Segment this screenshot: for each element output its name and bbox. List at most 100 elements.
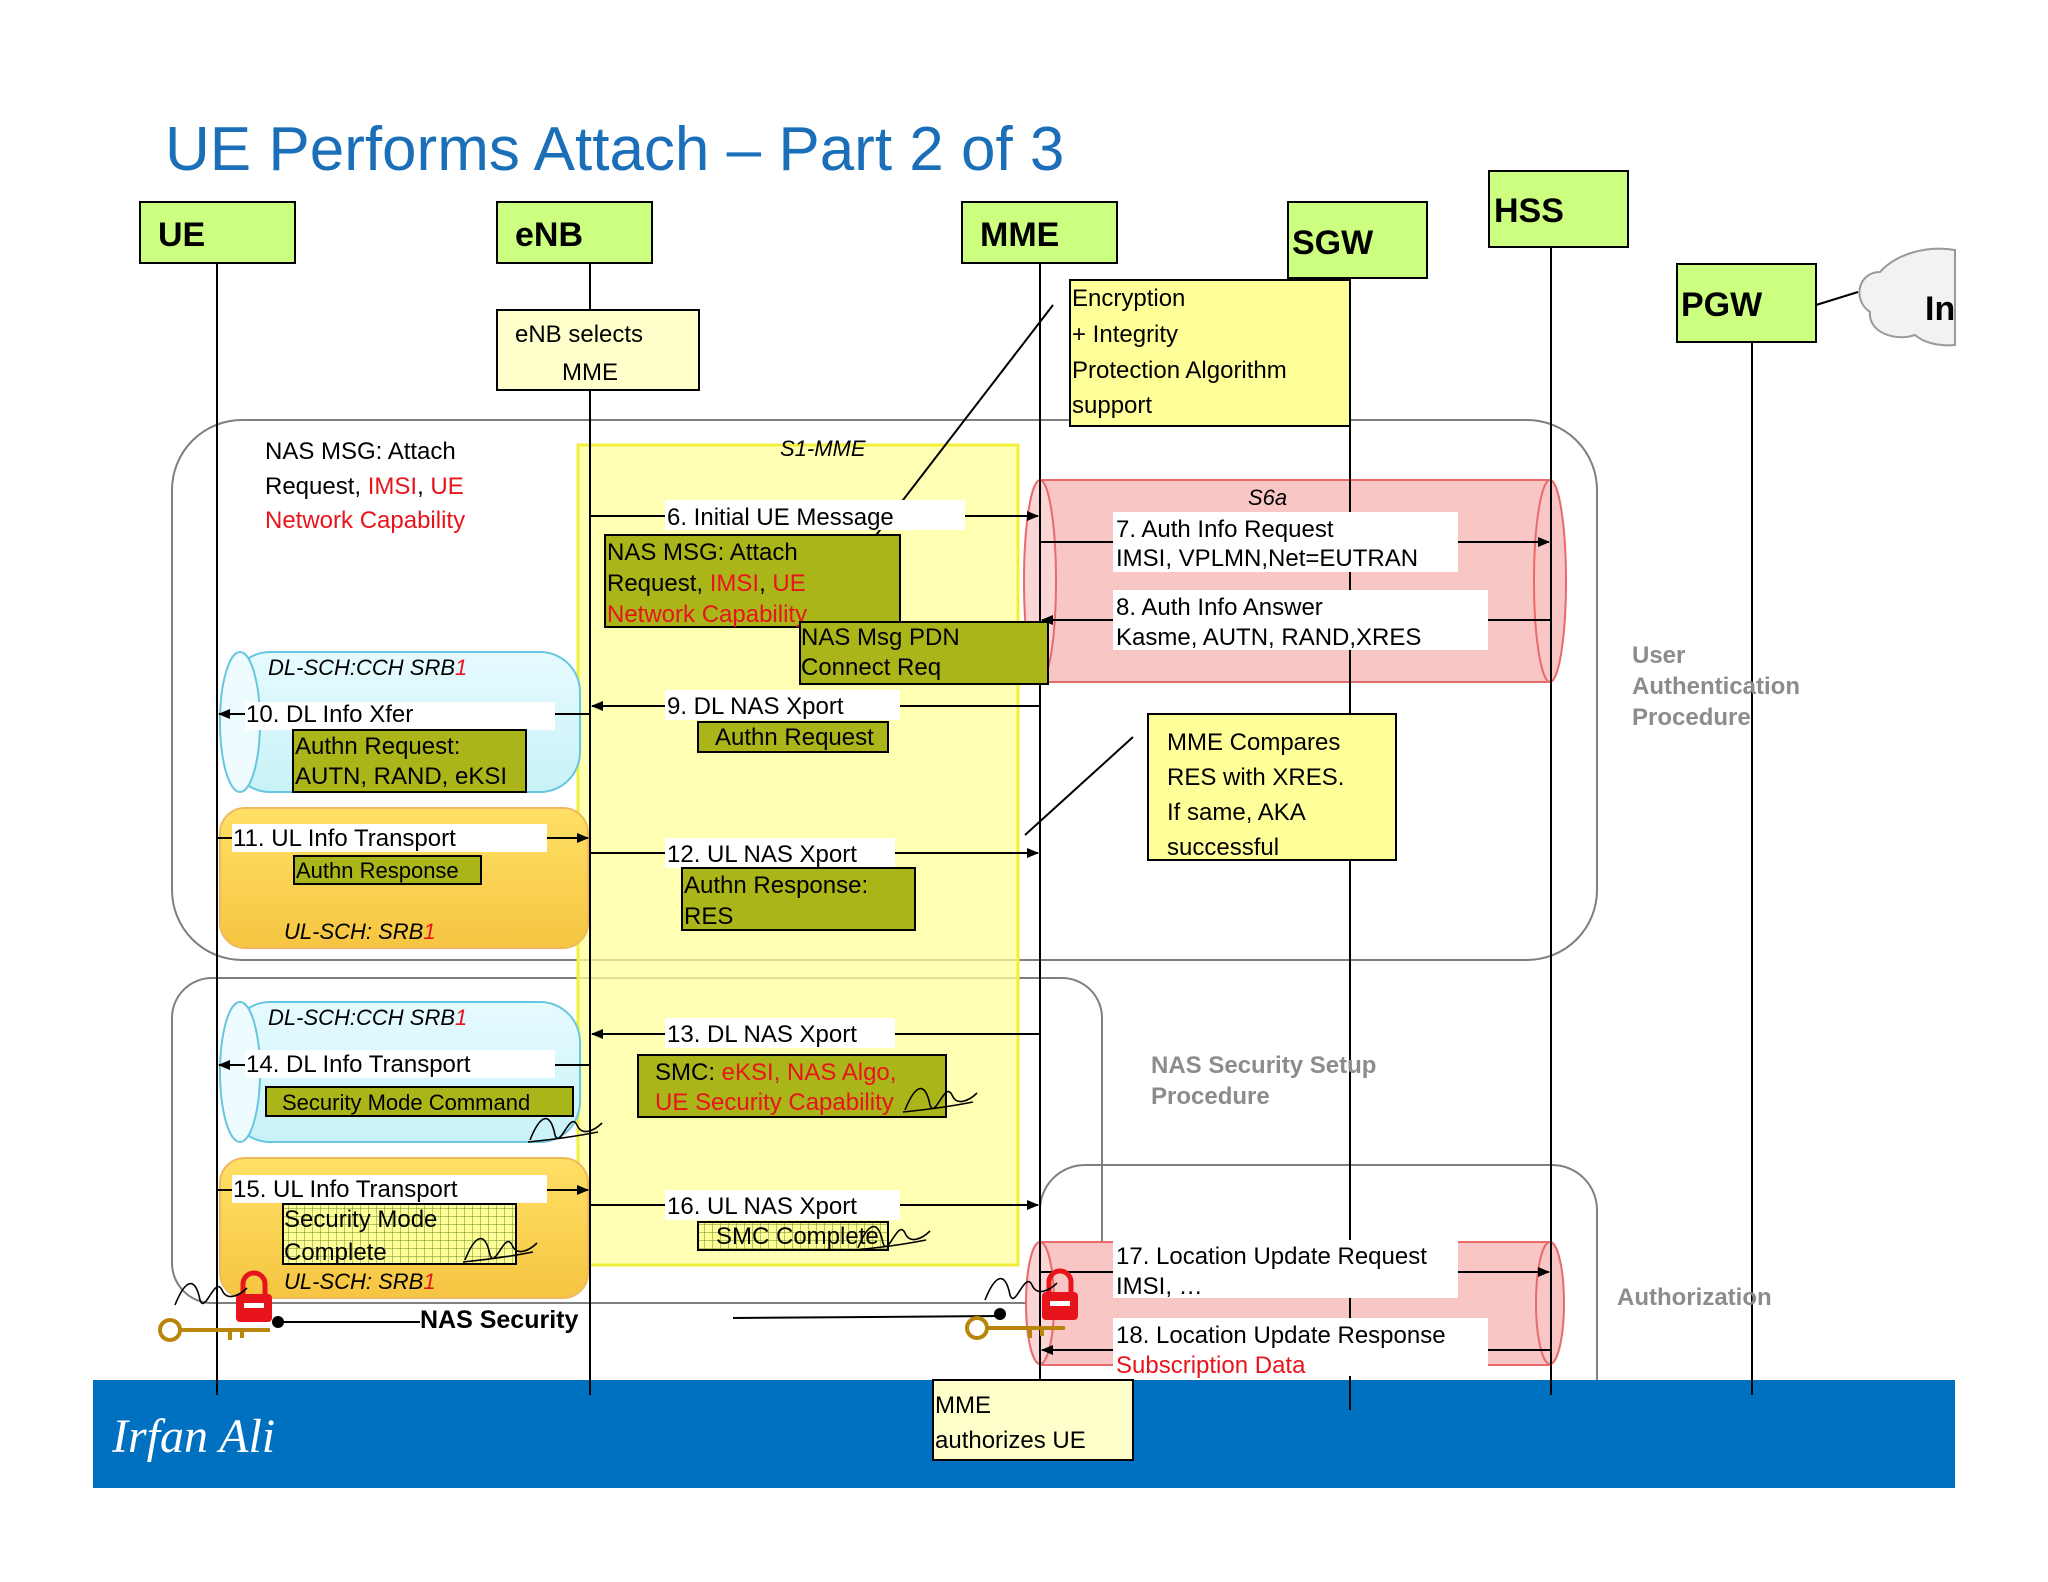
msg-10-box: Authn Request: AUTN, RAND, eKSI — [292, 729, 527, 793]
nas-security-setup-label-1: NAS Security Setup — [1151, 1052, 1376, 1079]
authorization-label: Authorization — [1617, 1284, 1772, 1311]
svg-text:successful: successful — [1167, 834, 1279, 861]
dlsch-label-bottom: DL-SCH:CCH SRB1 — [268, 1005, 467, 1030]
svg-text:support: support — [1072, 392, 1152, 419]
svg-text:MME: MME — [980, 216, 1059, 254]
svg-text:If same, AKA: If same, AKA — [1167, 799, 1306, 826]
svg-text:RES: RES — [684, 903, 733, 930]
svg-text:Protection Algorithm: Protection Algorithm — [1072, 357, 1287, 384]
svg-text:UE: UE — [158, 216, 205, 254]
msg-16-box: SMC Complete — [697, 1221, 889, 1251]
msg-8-title: 8. Auth Info Answer — [1116, 594, 1323, 621]
note-encryption: Encryption + Integrity Protection Algori… — [1069, 279, 1351, 427]
footer-author: Irfan Ali — [111, 1410, 275, 1463]
svg-text:Authn Request:: Authn Request: — [295, 733, 460, 760]
key-icon — [158, 1316, 284, 1342]
ulsch-label-top: UL-SCH: SRB1 — [284, 919, 436, 944]
msg-9-box: Authn Request — [697, 721, 889, 753]
s6a-cylinder — [1023, 479, 1567, 683]
msg-6: 6. Initial UE Message — [667, 504, 894, 531]
pdn-connect-box: NAS Msg PDN Connect Req — [799, 621, 1049, 685]
svg-text:Security Mode Command: Security Mode Command — [282, 1090, 530, 1115]
svg-text:Network Capability: Network Capability — [607, 601, 807, 628]
msg-13-box: SMC: eKSI, NAS Algo, UE Security Capabil… — [637, 1054, 947, 1118]
svg-text:NAS Msg PDN: NAS Msg PDN — [801, 624, 960, 651]
msg-7-params: IMSI, VPLMN,Net=EUTRAN — [1116, 545, 1418, 572]
ulsch-label-bottom: UL-SCH: SRB1 — [284, 1269, 436, 1294]
note-mme-authorizes: MME authorizes UE — [932, 1379, 1134, 1461]
entity-pgw: PGW — [1676, 263, 1817, 343]
s6a-label: S6a — [1248, 485, 1287, 510]
note-mme-compares: MME Compares RES with XRES. If same, AKA… — [1147, 713, 1397, 861]
svg-text:HSS: HSS — [1494, 192, 1564, 230]
svg-text:Authn Request: Authn Request — [715, 724, 874, 751]
signature-scribbles — [174, 1087, 1058, 1306]
svg-text:AUTN, RAND, eKSI: AUTN, RAND, eKSI — [295, 763, 507, 790]
svg-text:Request, IMSI, UE: Request, IMSI, UE — [607, 570, 806, 597]
msg-17-title: 17. Location Update Request — [1116, 1243, 1427, 1270]
svg-text:SMC Complete: SMC Complete — [716, 1223, 879, 1250]
svg-text:Network Capability: Network Capability — [265, 507, 465, 534]
msg-15-box: Security Mode Complete — [282, 1203, 517, 1266]
lock-icon — [1042, 1268, 1078, 1320]
entity-sgw: SGW — [1287, 201, 1428, 279]
msg-11: 11. UL Info Transport — [233, 825, 456, 852]
note-enb-selects: eNB selects MME — [496, 309, 700, 391]
svg-text:PGW: PGW — [1681, 286, 1763, 324]
svg-text:SGW: SGW — [1292, 224, 1374, 262]
msg-7-title: 7. Auth Info Request — [1116, 516, 1334, 543]
msg-9: 9. DL NAS Xport — [667, 693, 844, 720]
msg-16: 16. UL NAS Xport — [667, 1193, 857, 1220]
svg-text:MME: MME — [562, 359, 618, 386]
msg-11-box: Authn Response — [293, 855, 482, 885]
msg-15: 15. UL Info Transport — [233, 1176, 458, 1203]
svg-text:Connect Req: Connect Req — [801, 654, 941, 681]
msg-17-params: IMSI, … — [1116, 1273, 1203, 1300]
dlsch-label-top: DL-SCH:CCH SRB1 — [268, 655, 467, 680]
msg-13: 13. DL NAS Xport — [667, 1021, 857, 1048]
nas-security-setup-label-2: Procedure — [1151, 1083, 1270, 1110]
user-auth-label-2: Authentication — [1632, 673, 1800, 700]
svg-text:eNB: eNB — [515, 216, 583, 254]
svg-text:UE Security Capability: UE Security Capability — [655, 1089, 894, 1116]
svg-text:NAS MSG: Attach: NAS MSG: Attach — [265, 438, 456, 465]
entity-enb: eNB — [496, 201, 653, 264]
user-auth-label-3: Procedure — [1632, 704, 1751, 731]
entity-mme: MME — [961, 201, 1118, 264]
msg-12: 12. UL NAS Xport — [667, 841, 857, 868]
nas-security-label: NAS Security — [420, 1306, 578, 1334]
svg-text:NAS MSG: Attach: NAS MSG: Attach — [607, 539, 798, 566]
msg-18-title: 18. Location Update Response — [1116, 1322, 1446, 1349]
user-auth-label-1: User — [1632, 642, 1685, 669]
key-icon — [965, 1308, 1065, 1340]
msg-14: 14. DL Info Transport — [246, 1051, 471, 1078]
msg-12-box: Authn Response: RES — [681, 867, 916, 931]
svg-text:eNB selects: eNB selects — [515, 321, 643, 348]
svg-text:RES with XRES.: RES with XRES. — [1167, 764, 1344, 791]
msg-18-params: Subscription Data — [1116, 1352, 1306, 1379]
page-title: UE Performs Attach – Part 2 of 3 — [165, 115, 1064, 184]
msg-8-params: Kasme, AUTN, RAND,XRES — [1116, 624, 1421, 651]
s1-mme-label: S1-MME — [780, 436, 866, 461]
lock-icon — [236, 1270, 272, 1322]
entity-ue: UE — [139, 201, 296, 264]
msg-10: 10. DL Info Xfer — [246, 701, 413, 728]
svg-text:MME Compares: MME Compares — [1167, 729, 1340, 756]
svg-text:Security Mode: Security Mode — [284, 1206, 437, 1233]
svg-text:Request, IMSI, UE: Request, IMSI, UE — [265, 473, 464, 500]
internet-cloud-icon: In — [1815, 247, 1956, 347]
svg-text:Complete: Complete — [284, 1239, 387, 1266]
svg-text:SMC: eKSI, NAS Algo,: SMC: eKSI, NAS Algo, — [655, 1059, 896, 1086]
svg-text:authorizes UE: authorizes UE — [935, 1427, 1086, 1454]
svg-text:MME: MME — [935, 1392, 991, 1419]
svg-text:Authn Response:: Authn Response: — [684, 872, 868, 899]
svg-text:+ Integrity: + Integrity — [1072, 321, 1178, 348]
msg-14-box: Security Mode Command — [265, 1086, 574, 1117]
compare-pointer — [1024, 736, 1134, 836]
entity-hss: HSS — [1488, 170, 1629, 248]
svg-text:In: In — [1925, 290, 1955, 328]
svg-text:Authn Response: Authn Response — [296, 858, 459, 883]
msg-6-box: NAS MSG: Attach Request, IMSI, UE Networ… — [604, 534, 901, 628]
